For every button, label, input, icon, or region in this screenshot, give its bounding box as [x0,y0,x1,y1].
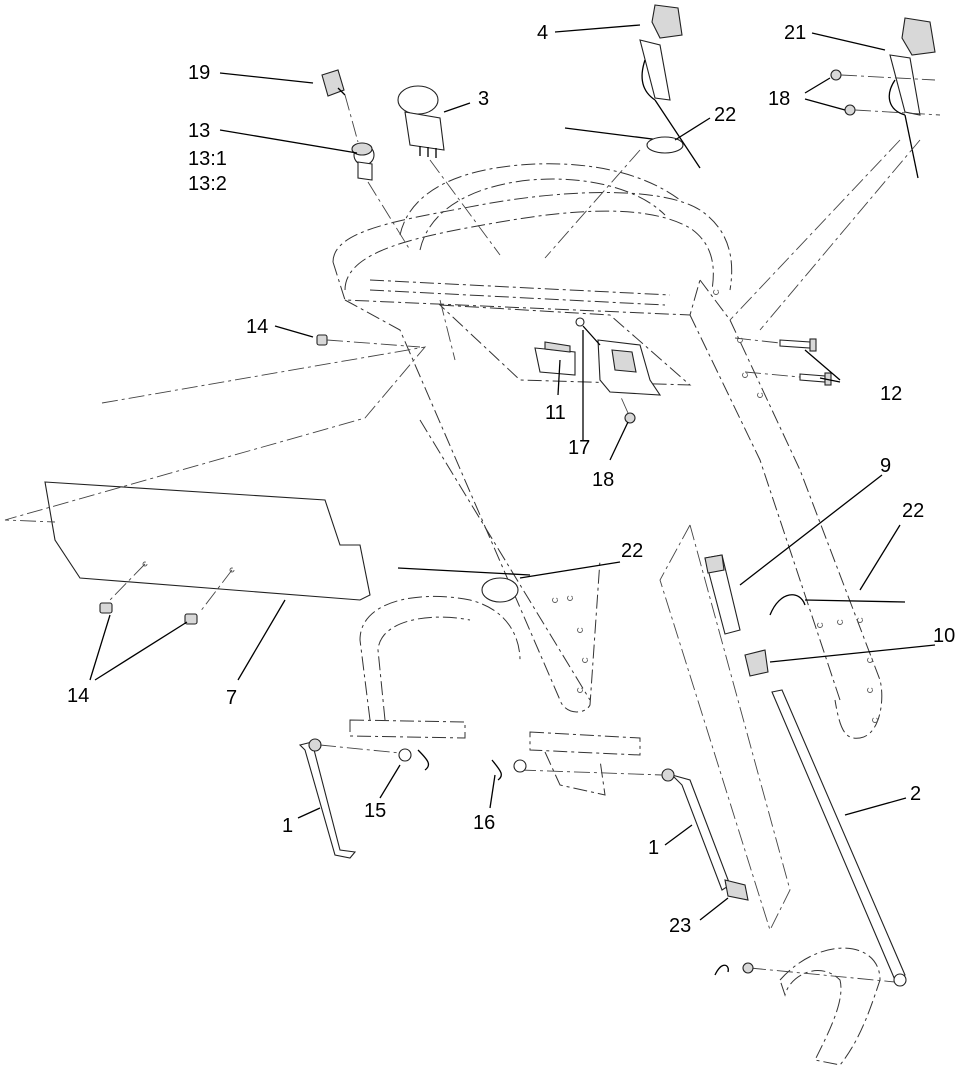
callout-13-1: 13:1 [188,148,227,170]
callout-4: 4 [537,22,549,44]
key-switch [321,69,411,251]
callout-18-top: 18 [768,88,791,110]
pto-switch [397,85,501,256]
callout-14-top: 14 [246,316,269,338]
callout-2: 2 [910,783,922,805]
callout-10: 10 [933,625,956,647]
callout-12: 12 [880,383,903,405]
relay-assembly [439,299,662,424]
callout-9: 9 [880,455,892,477]
pin-left [298,738,430,859]
callout-22-top: 22 [714,104,737,126]
callout-16: 16 [473,812,496,834]
callout-13: 13 [188,120,211,142]
cable-tie [397,567,906,616]
callout-15: 15 [364,800,387,822]
callout-21: 21 [784,22,807,44]
cover-plate [4,346,427,613]
callout-11: 11 [545,402,566,424]
callout-18-mid: 18 [592,469,615,491]
callout-22-right: 22 [902,500,925,522]
control-lever-21 [729,17,941,331]
leader-lines [89,24,936,921]
pin-right [491,759,749,901]
callout-13-2: 13:2 [188,173,227,195]
callout-14-bottom: 14 [67,685,90,707]
callout-7: 7 [226,687,238,709]
control-lever-4 [544,4,701,259]
bushing-10 [744,649,769,677]
callout-23: 23 [669,915,692,937]
callout-3: 3 [478,88,490,110]
callout-19: 19 [188,62,211,84]
callout-1-left: 1 [282,815,294,837]
gas-spring [659,524,791,932]
screw-14 [99,334,421,625]
callout-22-mid: 22 [621,540,644,562]
callout-1-right: 1 [648,837,660,859]
handle-frame [332,163,883,796]
control-rod-2 [714,689,907,1066]
callout-17: 17 [568,437,591,459]
